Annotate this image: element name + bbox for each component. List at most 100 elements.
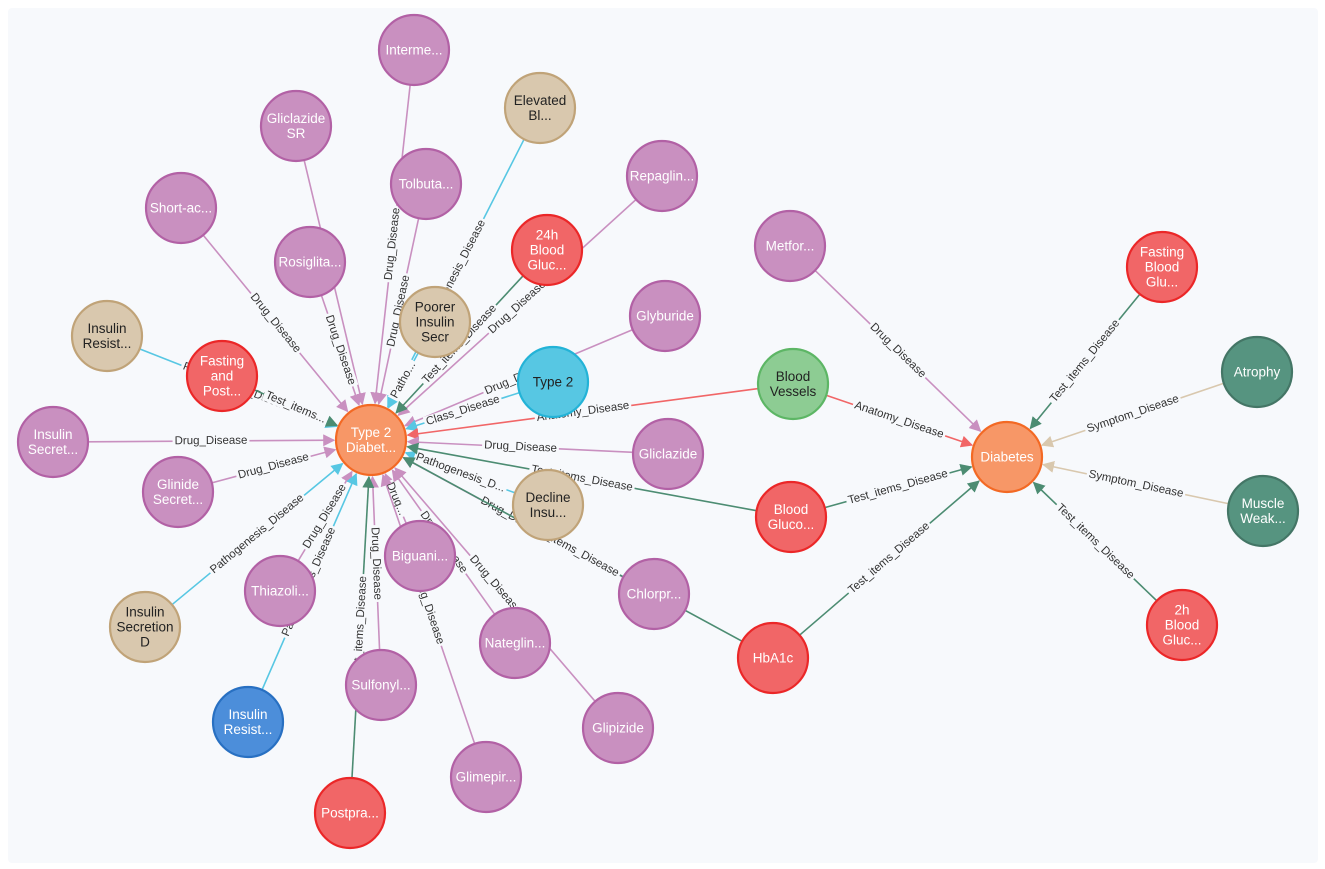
node-label: Gliclazide bbox=[267, 111, 326, 126]
node-label: Fasting bbox=[200, 354, 244, 369]
node-tolbuta[interactable]: Tolbuta... bbox=[389, 147, 463, 221]
node-decline[interactable]: DeclineInsu... bbox=[511, 468, 585, 542]
edge-label-bg bbox=[234, 450, 313, 483]
node-insulin_resist_path[interactable]: InsulinResist... bbox=[211, 685, 285, 759]
node-label: Short-ac... bbox=[150, 201, 212, 216]
edge-label-bg bbox=[368, 524, 384, 603]
node-glipizide[interactable]: Glipizide bbox=[581, 691, 655, 765]
edge-label-bg bbox=[382, 205, 403, 283]
node-circle bbox=[1226, 474, 1300, 548]
node-circle bbox=[1145, 588, 1219, 662]
node-label: Resist... bbox=[83, 336, 132, 351]
node-label: Rosiglita... bbox=[278, 255, 341, 270]
node-circle bbox=[449, 740, 523, 814]
node-label: Vessels bbox=[770, 384, 817, 399]
node-label: Poorer bbox=[415, 300, 456, 315]
node-interme[interactable]: Interme... bbox=[377, 13, 451, 87]
node-thiazoli[interactable]: Thiazoli... bbox=[243, 554, 317, 628]
node-label: Bl... bbox=[528, 108, 551, 123]
edge-type2-to-t2d[interactable]: Class_Disease bbox=[405, 391, 520, 432]
node-elevated[interactable]: ElevatedBl... bbox=[503, 71, 577, 145]
edge-bg2h-to-diabetes[interactable]: Test_items_Disease bbox=[1032, 481, 1158, 602]
node-shortac[interactable]: Short-ac... bbox=[144, 171, 218, 245]
node-gliclazide[interactable]: Gliclazide bbox=[631, 417, 705, 491]
edge-label-bg bbox=[422, 392, 504, 429]
node-rosiglita[interactable]: Rosiglita... bbox=[273, 225, 347, 299]
edge-label-bg bbox=[481, 439, 560, 455]
node-fasting_blood[interactable]: FastingBloodGlu... bbox=[1125, 230, 1199, 304]
edge-label-bg bbox=[844, 518, 934, 598]
edge-label-bg bbox=[866, 319, 930, 382]
node-repaglin[interactable]: Repaglin... bbox=[625, 139, 699, 213]
node-circle bbox=[273, 225, 347, 299]
node-glimepir[interactable]: Glimepir... bbox=[449, 740, 523, 814]
node-biguani[interactable]: Biguani... bbox=[383, 519, 457, 593]
node-metfor[interactable]: Metfor... bbox=[753, 209, 827, 283]
node-blood_gluco[interactable]: BloodGluco... bbox=[754, 480, 828, 554]
node-hba1c[interactable]: HbA1c bbox=[736, 621, 810, 695]
edge-label: Drug_Disease bbox=[323, 314, 358, 387]
node-circle bbox=[736, 621, 810, 695]
node-sulfonyl[interactable]: Sulfonyl... bbox=[344, 648, 418, 722]
edge-label-bg bbox=[382, 478, 409, 519]
node-fasting_post[interactable]: FastingandPost... bbox=[185, 339, 259, 413]
edge-gliclazide-to-t2d[interactable]: Drug_Disease bbox=[406, 436, 634, 455]
node-label: Decline bbox=[525, 490, 570, 505]
node-label: HbA1c bbox=[753, 651, 794, 666]
node-label: Post... bbox=[203, 384, 241, 399]
edge-label-bg bbox=[206, 490, 308, 578]
edge-insulin_secret-to-t2d[interactable]: Drug_Disease bbox=[87, 434, 336, 448]
node-circle bbox=[16, 405, 90, 479]
edge-sulfonyl-to-t2d[interactable]: Drug_Disease bbox=[366, 475, 384, 651]
edge-metfor-to-diabetes[interactable]: Drug_Disease bbox=[814, 269, 982, 433]
node-label: Blood bbox=[530, 243, 565, 258]
edge-hba1c-to-diabetes[interactable]: Test_items_Disease bbox=[799, 480, 980, 636]
node-bg2h[interactable]: 2hBloodGluc... bbox=[1145, 588, 1219, 662]
edge-glinide-to-t2d[interactable]: Drug_Disease bbox=[211, 446, 337, 484]
node-label: Thiazoli... bbox=[251, 584, 309, 599]
node-diabetes[interactable]: Diabetes bbox=[970, 420, 1044, 494]
node-circle bbox=[108, 590, 182, 664]
node-insulin_secret[interactable]: InsulinSecret... bbox=[16, 405, 90, 479]
edge-biguani-to-t2d[interactable]: Drug... bbox=[382, 472, 409, 525]
node-chlorpr[interactable]: Chlorpr... bbox=[617, 557, 691, 631]
edge-label: Anatomy_Disease bbox=[853, 399, 945, 440]
node-label: Interme... bbox=[385, 43, 442, 58]
edge-poorer-to-t2d[interactable]: Patho... bbox=[387, 352, 420, 409]
node-circle bbox=[185, 339, 259, 413]
edge-postpra-to-t2d[interactable]: Test_items_Disease bbox=[351, 475, 375, 779]
node-atrophy[interactable]: Atrophy bbox=[1220, 335, 1294, 409]
edge-label-bg bbox=[384, 272, 413, 350]
edge-fasting_post-to-t2d[interactable]: Test_items... bbox=[253, 388, 339, 427]
node-bg24h[interactable]: 24hBloodGluc... bbox=[510, 213, 584, 287]
edge-blood_gluco-to-diabetes[interactable]: Test_items_Disease bbox=[824, 464, 973, 509]
node-circle bbox=[144, 171, 218, 245]
edge-interme-to-t2d[interactable]: Drug_Disease bbox=[370, 84, 411, 405]
node-postpra[interactable]: Postpra... bbox=[313, 776, 387, 850]
edge-atrophy-to-diabetes[interactable]: Symptom_Disease bbox=[1040, 382, 1225, 448]
node-circle bbox=[581, 691, 655, 765]
node-glyburide[interactable]: Glyburide bbox=[628, 279, 702, 353]
edge-label-bg bbox=[172, 434, 250, 448]
node-muscle_weak[interactable]: MuscleWeak... bbox=[1226, 474, 1300, 548]
edge-fasting_blood-to-diabetes[interactable]: Test_items_Disease bbox=[1029, 293, 1141, 430]
node-circle bbox=[334, 403, 408, 477]
edge-label-bg bbox=[412, 450, 509, 496]
edge-label: Symptom_Disease bbox=[1088, 468, 1185, 500]
node-nateglin[interactable]: Nateglin... bbox=[478, 606, 552, 680]
node-insulin_resist_cause[interactable]: InsulinResist... bbox=[70, 299, 144, 373]
edge-muscle_weak-to-diabetes[interactable]: Symptom_Disease bbox=[1042, 460, 1229, 505]
node-circle bbox=[211, 685, 285, 759]
node-glinide[interactable]: GlinideSecret... bbox=[141, 455, 215, 529]
edge-label: Test_items_Disease bbox=[847, 468, 949, 507]
node-t2d[interactable]: Type 2Diabet... bbox=[334, 403, 408, 477]
node-circle bbox=[243, 554, 317, 628]
node-label: Gliclazide bbox=[639, 447, 698, 462]
node-type2[interactable]: Type 2 bbox=[516, 345, 590, 419]
